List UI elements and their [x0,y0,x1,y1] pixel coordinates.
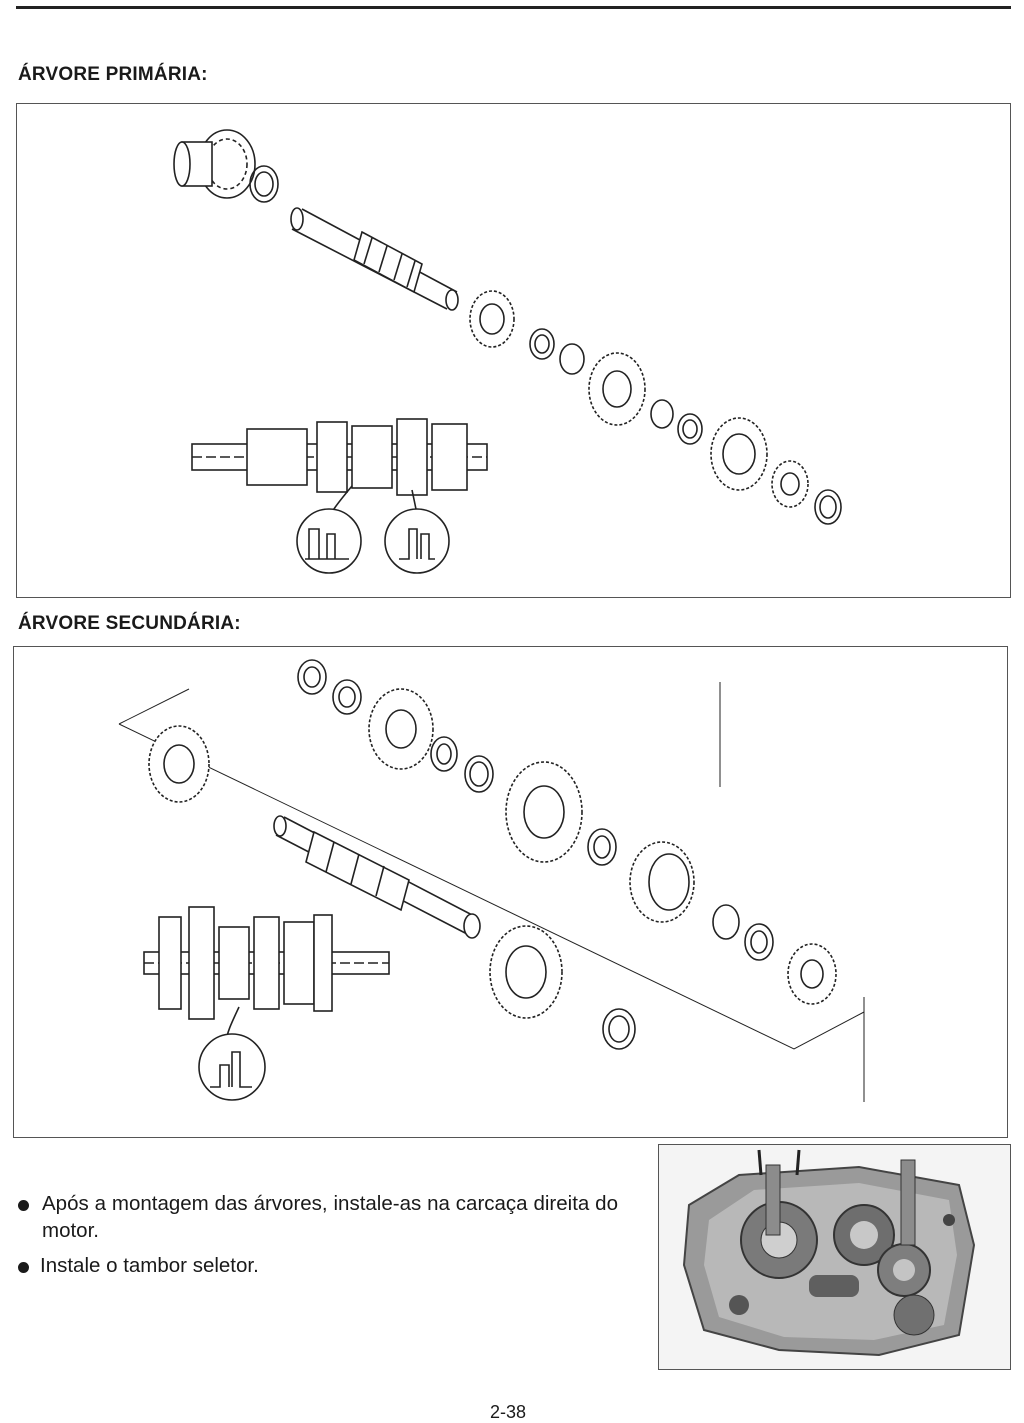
primary-shaft-figure [16,103,1011,598]
secondary-shaft-figure [13,646,1008,1138]
instruction-text: Após a montagem das árvores, instale-as … [42,1192,618,1242]
engine-case-gearbox-photo-icon [659,1145,1010,1369]
top-rule [16,6,1011,9]
primary-shaft-title: ÁRVORE PRIMÁRIA: [18,64,208,85]
engine-case-photo [658,1144,1011,1370]
bullet-icon [18,1200,29,1211]
instruction-item: Após a montagem das árvores, instale-as … [18,1190,618,1244]
instruction-list: Após a montagem das árvores, instale-as … [18,1190,618,1287]
secondary-shaft-title: ÁRVORE SECUNDÁRIA: [18,613,241,634]
page-number: 2-38 [490,1402,527,1422]
primary-shaft-diagram-icon [173,129,842,574]
secondary-shaft-diagram-icon [118,659,865,1102]
bullet-icon [18,1262,29,1273]
instruction-text: Instale o tambor seletor. [40,1254,259,1277]
instruction-item: Instale o tambor seletor. [18,1252,618,1279]
